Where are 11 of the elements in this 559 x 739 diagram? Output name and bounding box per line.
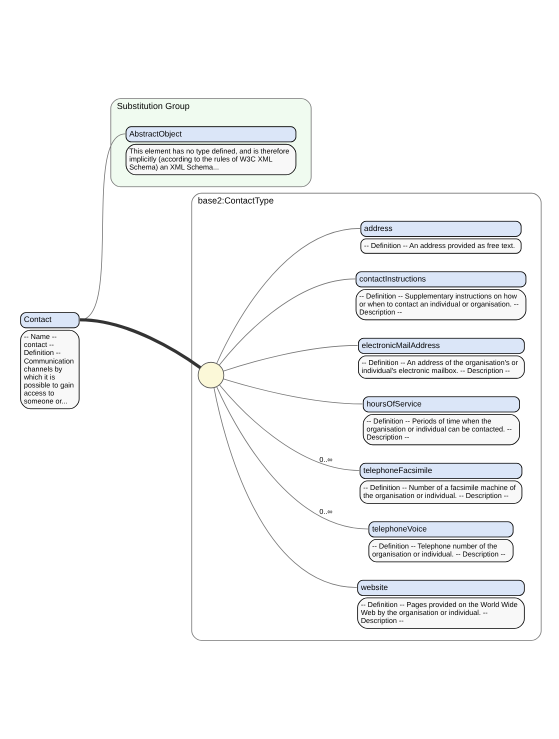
connector: [214, 387, 358, 588]
connector: [80, 318, 202, 369]
node-circle: [198, 362, 224, 388]
connector: [222, 345, 358, 372]
connector: [219, 384, 360, 471]
connector: [216, 386, 368, 530]
connector: [216, 228, 360, 364]
edge-label: 0..∞: [319, 506, 333, 516]
connector: [218, 278, 356, 366]
edge-label: 0..∞: [319, 454, 333, 464]
connector: [222, 378, 363, 404]
